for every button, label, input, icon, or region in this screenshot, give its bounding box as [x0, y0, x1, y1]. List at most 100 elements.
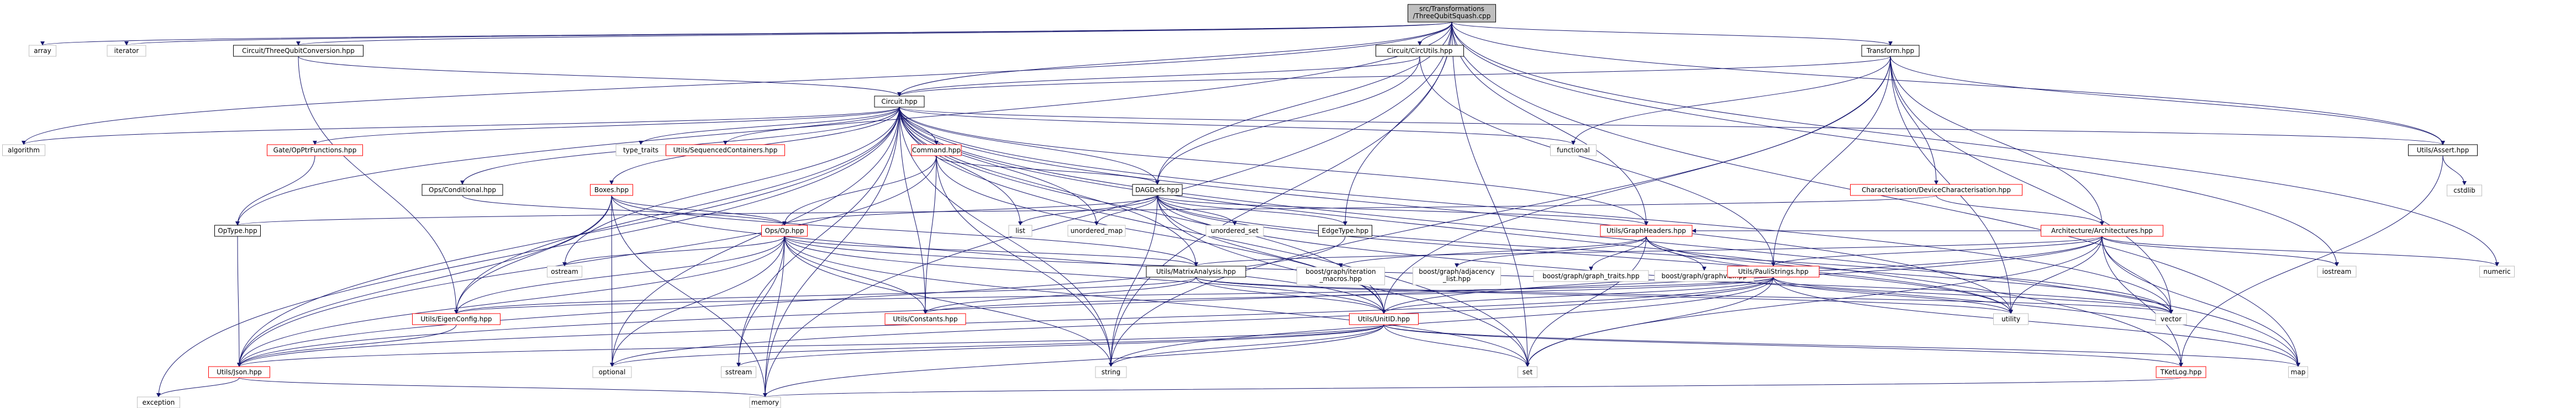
- node-opptrfn[interactable]: Gate/OpPtrFunctions.hpp: [267, 144, 363, 156]
- node-architectures[interactable]: Architecture/Architectures.hpp: [2041, 225, 2163, 237]
- node-label: Architecture/Architectures.hpp: [2051, 227, 2153, 235]
- edge-unitid-to-memory: [763, 324, 1384, 398]
- edge-tq_conv-to-eigenconfig: [298, 56, 459, 314]
- edge-graphheaders-to-set: [1525, 236, 1647, 367]
- edge-dagdefs-to-unordered_map: [1094, 195, 1158, 226]
- node-boxes[interactable]: Boxes.hpp: [590, 184, 633, 196]
- node-optype[interactable]: OpType.hpp: [214, 225, 261, 237]
- node-dagdefs[interactable]: DAGDefs.hpp: [1132, 184, 1183, 196]
- node-box: [29, 45, 56, 57]
- edge-matrixanalysis-to-vector: [1195, 277, 2173, 314]
- node-box: [592, 366, 632, 378]
- node-graphheaders[interactable]: Utils/GraphHeaders.hpp: [1600, 225, 1693, 237]
- edge-transform-to-circuit: [897, 56, 1891, 97]
- node-circutils[interactable]: Circuit/CircUtils.hpp: [1376, 45, 1464, 57]
- node-cstdlib: cstdlib: [2447, 184, 2482, 197]
- node-box: [233, 45, 364, 57]
- node-box: [2408, 144, 2478, 156]
- edge-architectures-to-iostream: [2101, 236, 2339, 267]
- node-matrixanalysis[interactable]: Utils/MatrixAnalysis.hpp: [1146, 266, 1246, 278]
- node-box: [267, 144, 363, 156]
- node-command[interactable]: Command.hpp: [911, 144, 962, 156]
- edge-opsop-to-eigenconfig: [454, 236, 785, 314]
- node-box: [2288, 366, 2308, 378]
- node-constants[interactable]: Utils/Constants.hpp: [884, 313, 966, 325]
- node-edgetype[interactable]: EdgeType.hpp: [1318, 225, 1372, 237]
- edge-circuit-to-json: [237, 107, 900, 367]
- node-json[interactable]: Utils/Json.hpp: [208, 366, 270, 378]
- node-memory: memory: [749, 396, 781, 408]
- node-label: ostream: [551, 268, 578, 275]
- edge-architectures-to-utility: [2009, 236, 2103, 314]
- node-box: [1349, 313, 1419, 325]
- node-label: Utils/Constants.hpp: [893, 315, 957, 323]
- node-box: [1861, 45, 1920, 57]
- node-label: type_traits: [623, 146, 659, 154]
- node-label: array: [34, 47, 51, 55]
- edge-boxes-to-unitid: [611, 195, 1386, 314]
- edge-root-to-optype: [235, 22, 1452, 226]
- edge-command-to-unitid: [936, 155, 1386, 314]
- node-devchar[interactable]: Characterisation/DeviceCharacterisation.…: [1850, 184, 2022, 196]
- node-bgiter: boost/graph/iteration_macros.hpp: [1297, 267, 1385, 285]
- node-seqcont[interactable]: Utils/SequencedContainers.hpp: [666, 144, 785, 156]
- edge-devchar-to-optype: [235, 195, 1937, 226]
- node-box: [1297, 267, 1385, 285]
- edge-circuit-to-constants: [899, 107, 928, 314]
- node-tketlog[interactable]: TKetLog.hpp: [2156, 366, 2206, 378]
- edge-circuit-to-memory: [763, 107, 900, 398]
- node-box: [590, 184, 633, 196]
- node-label: src/Transformations: [1419, 5, 1484, 13]
- edge-paulistrings-to-vector: [1773, 277, 2173, 314]
- edge-graphheaders-to-bgadj: [1455, 236, 1647, 268]
- edge-circuit-to-utility: [899, 107, 2013, 314]
- edge-transform-to-unitid: [1382, 56, 1891, 314]
- edge-unitid-to-sstream: [736, 324, 1384, 367]
- edge-opsop-to-memory: [763, 236, 785, 398]
- node-box: [761, 225, 808, 237]
- node-box: [749, 396, 781, 408]
- edge-matrixanalysis-to-constants: [923, 277, 1197, 314]
- edge-paulistrings-to-constants: [923, 277, 1774, 314]
- node-label: memory: [751, 399, 779, 406]
- edge-opsop-to-ostream: [562, 236, 785, 267]
- edge-root-to-array: [40, 22, 1452, 46]
- edge-circuit-to-tketlog: [899, 107, 2183, 367]
- edge-circuit-to-set: [899, 107, 1530, 367]
- node-transform[interactable]: Transform.hpp: [1861, 45, 1920, 57]
- edge-circuit-to-dagdefs: [899, 107, 1160, 185]
- edge-opptrfn-to-optype: [235, 155, 315, 226]
- edge-graphheaders-to-bgtraits: [1589, 236, 1647, 271]
- node-box: [1132, 184, 1183, 196]
- edge-architectures-to-json: [237, 236, 2103, 367]
- node-circuit[interactable]: Circuit.hpp: [874, 96, 925, 108]
- node-opsop[interactable]: Ops/Op.hpp: [761, 225, 808, 237]
- edge-edgetype-to-json: [237, 236, 1346, 367]
- edge-transform-to-architectures: [1890, 56, 2104, 226]
- node-root[interactable]: src/Transformations/ThreeQubitSquash.cpp: [1408, 4, 1496, 23]
- node-box: [137, 396, 180, 408]
- edge-root-to-graphheaders: [1451, 22, 1648, 226]
- node-utilsassert[interactable]: Utils/Assert.hpp: [2408, 144, 2478, 156]
- node-box: [2447, 184, 2482, 197]
- edge-unitid-to-json: [237, 324, 1384, 367]
- node-conditional[interactable]: Ops/Conditional.hpp: [422, 184, 503, 196]
- node-label: _macros.hpp: [1319, 275, 1362, 283]
- node-box: [2041, 225, 2163, 237]
- node-label: /ThreeQubitSquash.cpp: [1413, 12, 1491, 20]
- edge-command-to-string: [936, 155, 1113, 367]
- node-array: array: [29, 45, 56, 57]
- edge-root-to-set: [1451, 22, 1530, 367]
- node-label: TKetLog.hpp: [2160, 368, 2202, 376]
- edge-graphheaders-to-bgiter: [1339, 236, 1647, 268]
- node-paulistrings[interactable]: Utils/PauliStrings.hpp: [1727, 266, 1820, 278]
- node-label: cstdlib: [2453, 187, 2475, 194]
- node-unitid[interactable]: Utils/UnitID.hpp: [1349, 313, 1419, 325]
- node-tq-conv[interactable]: Circuit/ThreeQubitConversion.hpp: [233, 45, 364, 57]
- edge-root-to-algorithm: [22, 22, 1452, 145]
- node-label: Utils/UnitID.hpp: [1358, 315, 1410, 323]
- edge-opsop-to-matrixanalysis: [784, 236, 1198, 267]
- edge-unitid-to-string: [1109, 324, 1384, 367]
- node-label: Circuit.hpp: [881, 98, 917, 105]
- node-eigenconfig[interactable]: Utils/EigenConfig.hpp: [412, 313, 501, 325]
